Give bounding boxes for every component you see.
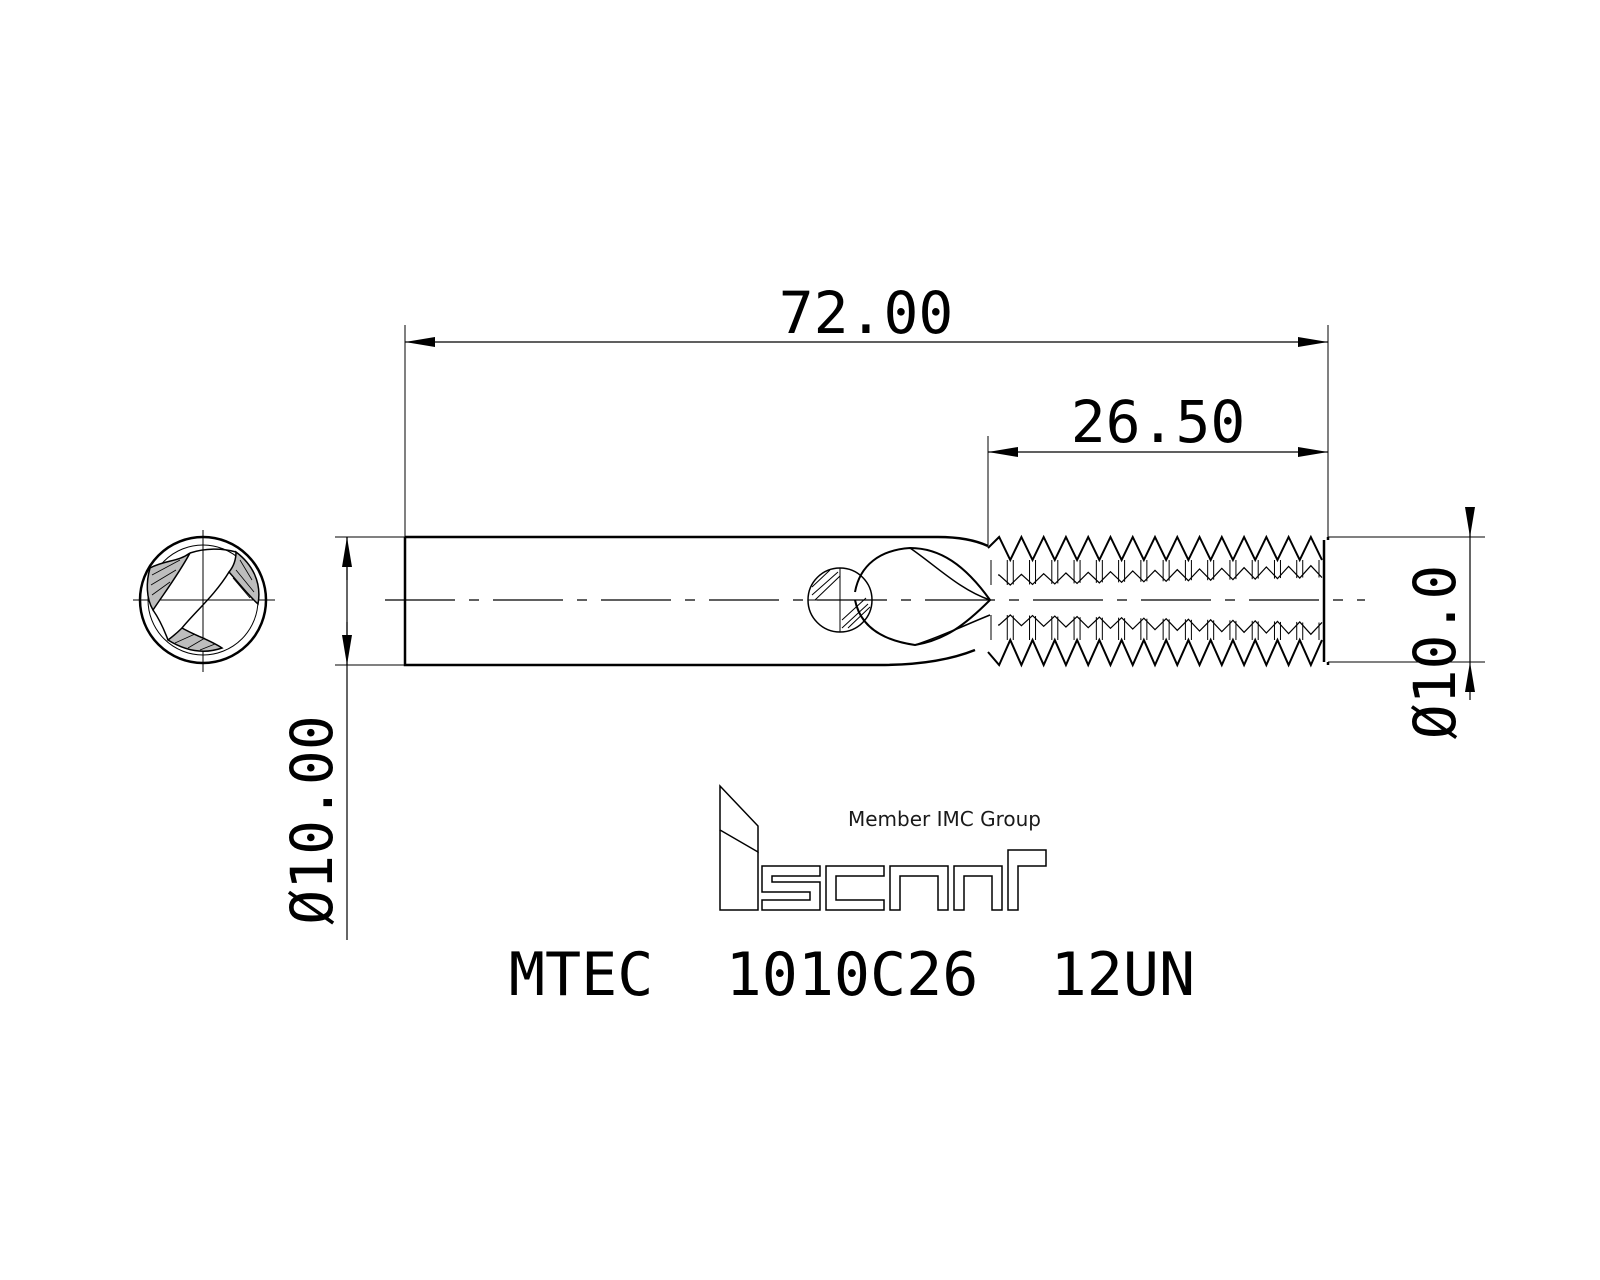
shank-diameter-label: Ø10.00 (278, 715, 346, 925)
part-number: MTEC 1010C26 12UN (509, 940, 1195, 1010)
dimension-thread-length: 26.50 (987, 388, 1328, 546)
tool-side-view (385, 534, 1365, 668)
iscar-logo: Member IMC Group (719, 784, 1047, 911)
thread-length-label: 26.50 (1071, 388, 1246, 456)
cutting-diameter-label: Ø10.0 (1401, 565, 1469, 740)
dimension-cutting-diameter: Ø10.0 (1328, 507, 1485, 740)
end-view (133, 530, 275, 672)
overall-length-label: 72.00 (779, 279, 954, 347)
logo-tagline: Member IMC Group (848, 807, 1041, 831)
dimension-shank-diameter: Ø10.00 (278, 536, 405, 940)
dimension-overall-length: 72.00 (404, 279, 1329, 537)
